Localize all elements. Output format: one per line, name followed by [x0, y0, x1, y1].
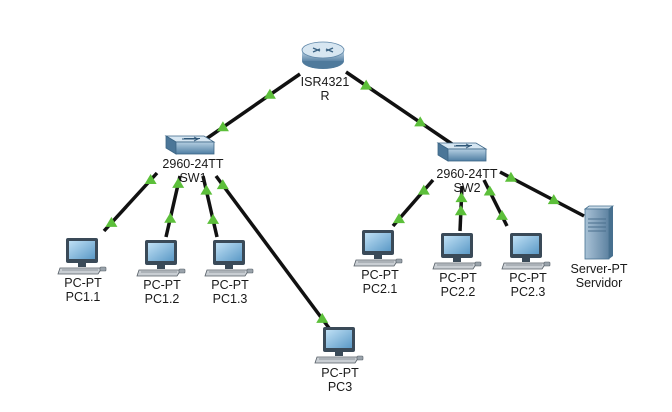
pc-icon [432, 232, 482, 270]
pc1-1-model: PC-PT [64, 276, 102, 290]
pc2-2-model: PC-PT [439, 271, 477, 285]
link-up-indicator-sw2-pc2-1-2 [393, 213, 405, 224]
pc1-2-model: PC-PT [143, 278, 181, 292]
sw2-name: SW2 [453, 181, 481, 195]
pc-icon [353, 229, 403, 267]
link-up-indicator-sw1-pc1-2-1 [172, 177, 185, 188]
pc-icon [57, 237, 107, 275]
pc-pc1-2[interactable] [136, 239, 186, 277]
pc-pc1-3[interactable] [204, 239, 254, 277]
pc2-3-model: PC-PT [509, 271, 547, 285]
router-label: ISR4321 R [301, 75, 350, 103]
pc1-2-label: PC-PT PC1.2 [143, 278, 181, 306]
sw1-name: SW1 [179, 171, 207, 185]
link-up-indicator-sw1-pc1-1-1 [144, 173, 157, 184]
pc-pc1-1[interactable] [57, 237, 107, 275]
link-up-indicator-sw2-server-2 [547, 194, 560, 205]
pc-pc2-1[interactable] [353, 229, 403, 267]
sw2-model: 2960-24TT [436, 167, 498, 181]
pc2-1-name: PC2.1 [362, 282, 398, 296]
switch-sw2[interactable] [437, 142, 487, 162]
switch-icon [437, 142, 487, 162]
pc1-3-name: PC1.3 [212, 292, 248, 306]
pc1-1-label: PC-PT PC1.1 [64, 276, 102, 304]
link-up-indicator-sw1-pc1-3-2 [207, 213, 220, 224]
link-up-indicator-r-sw2-1 [360, 79, 373, 90]
link-up-indicator-sw1-pc3-1 [216, 179, 229, 190]
pc2-1-label: PC-PT PC2.1 [361, 268, 399, 296]
server-icon [583, 205, 615, 260]
pc1-1-name: PC1.1 [65, 290, 101, 304]
link-up-indicator-sw2-server-1 [504, 171, 517, 182]
pc2-3-name: PC2.3 [510, 285, 546, 299]
sw1-label: 2960-24TT SW1 [162, 157, 223, 185]
link-up-indicator-sw2-pc2-3-2 [495, 209, 508, 220]
link-up-indicator-sw1-pc1-2-2 [164, 212, 177, 223]
link-up-indicator-r-sw1-2 [216, 121, 229, 132]
router-model: ISR4321 [300, 75, 350, 89]
cable-sw1-pc1-3[interactable] [201, 175, 219, 238]
pc1-3-model: PC-PT [211, 278, 249, 292]
server-servidor[interactable] [583, 205, 615, 260]
router-icon [301, 41, 345, 69]
link-up-indicator-sw2-pc2-1-1 [417, 184, 430, 195]
link-up-indicator-sw2-pc2-3-1 [483, 185, 496, 196]
pc-pc2-3[interactable] [501, 232, 551, 270]
link-indicators-layer [105, 79, 560, 323]
sw2-label: 2960-24TT SW2 [436, 167, 497, 195]
pc-pc2-2[interactable] [432, 232, 482, 270]
link-up-indicator-sw1-pc1-1-2 [105, 216, 118, 227]
pc-icon [136, 239, 186, 277]
pc-icon [314, 326, 364, 364]
link-up-indicator-sw2-pc2-2-2 [454, 205, 467, 216]
cable-sw1-pc3[interactable] [214, 174, 331, 330]
pc3-model: PC-PT [321, 366, 359, 380]
server-name: Servidor [575, 276, 623, 290]
pc3-label: PC-PT PC3 [321, 366, 359, 394]
cable-r-sw2[interactable] [345, 70, 453, 146]
pc2-1-model: PC-PT [361, 268, 399, 282]
link-up-indicator-r-sw2-2 [414, 116, 427, 127]
pc-icon [501, 232, 551, 270]
pc2-2-name: PC2.2 [440, 285, 476, 299]
pc2-2-label: PC-PT PC2.2 [439, 271, 477, 299]
pc2-3-label: PC-PT PC2.3 [509, 271, 547, 299]
server-label: Server-PT Servidor [571, 262, 628, 290]
router-r[interactable] [301, 41, 345, 69]
pc3-name: PC3 [327, 380, 353, 394]
sw1-model: 2960-24TT [162, 157, 224, 171]
link-up-indicator-sw1-pc3-2 [316, 312, 329, 323]
pc-icon [204, 239, 254, 277]
link-up-indicator-r-sw1-1 [263, 88, 276, 99]
pc-pc3[interactable] [314, 326, 364, 364]
server-model: Server-PT [570, 262, 628, 276]
pc1-2-name: PC1.2 [144, 292, 180, 306]
link-up-indicator-sw1-pc1-3-1 [200, 184, 213, 195]
link-up-indicator-sw2-pc2-2-1 [455, 192, 468, 203]
pc1-3-label: PC-PT PC1.3 [211, 278, 249, 306]
router-name: R [320, 89, 330, 103]
switch-icon [165, 135, 215, 155]
switch-sw1[interactable] [165, 135, 215, 155]
